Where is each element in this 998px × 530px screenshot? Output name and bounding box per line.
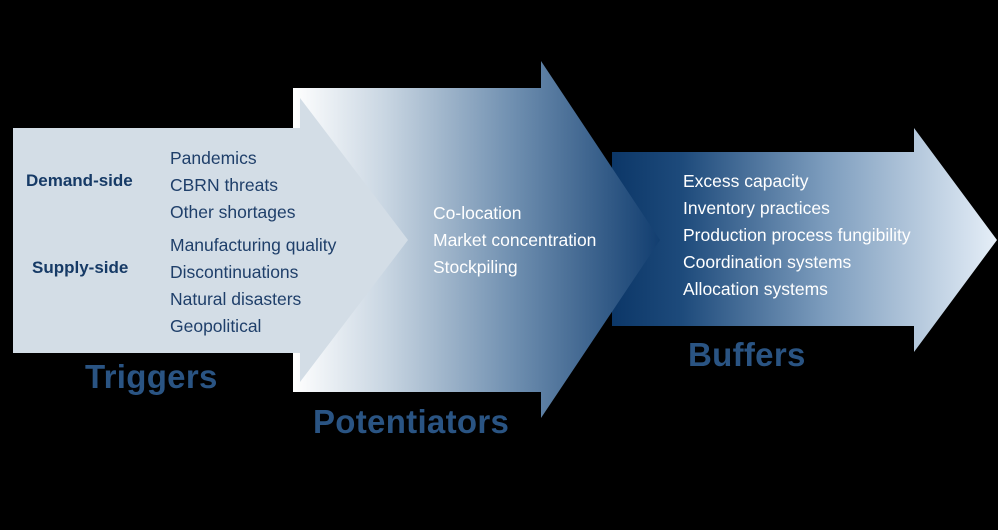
category-demand-side: Demand-side — [26, 171, 133, 190]
buffers-arrow — [612, 128, 997, 352]
list-item: Excess capacity — [683, 171, 809, 191]
list-item: Allocation systems — [683, 279, 828, 299]
list-item: Stockpiling — [433, 257, 518, 277]
list-item: Geopolitical — [170, 316, 262, 336]
stage-label-buffers: Buffers — [688, 336, 806, 373]
potentiators-list: Co-location Market concentration Stockpi… — [433, 200, 596, 281]
list-item: Manufacturing quality — [170, 235, 337, 255]
list-item: Discontinuations — [170, 262, 299, 282]
triggers-arrow — [13, 98, 408, 382]
buffers-list: Excess capacity Inventory practices Prod… — [683, 168, 911, 303]
list-item: Market concentration — [433, 230, 597, 250]
category-supply-side: Supply-side — [32, 258, 129, 277]
potentiators-arrow — [293, 61, 660, 418]
demand-side-list: Pandemics CBRN threats Other shortages — [170, 145, 295, 226]
stage-label-potentiators: Potentiators — [313, 403, 510, 440]
list-item: Other shortages — [170, 202, 296, 222]
list-item: Coordination systems — [683, 252, 852, 272]
supply-side-list: Manufacturing quality Discontinuations N… — [170, 232, 336, 340]
list-item: Production process fungibility — [683, 225, 911, 245]
list-item: CBRN threats — [170, 175, 278, 195]
stage-label-triggers: Triggers — [85, 358, 218, 395]
list-item: Inventory practices — [683, 198, 830, 218]
list-item: Co-location — [433, 203, 522, 223]
list-item: Natural disasters — [170, 289, 302, 309]
list-item: Pandemics — [170, 148, 257, 168]
